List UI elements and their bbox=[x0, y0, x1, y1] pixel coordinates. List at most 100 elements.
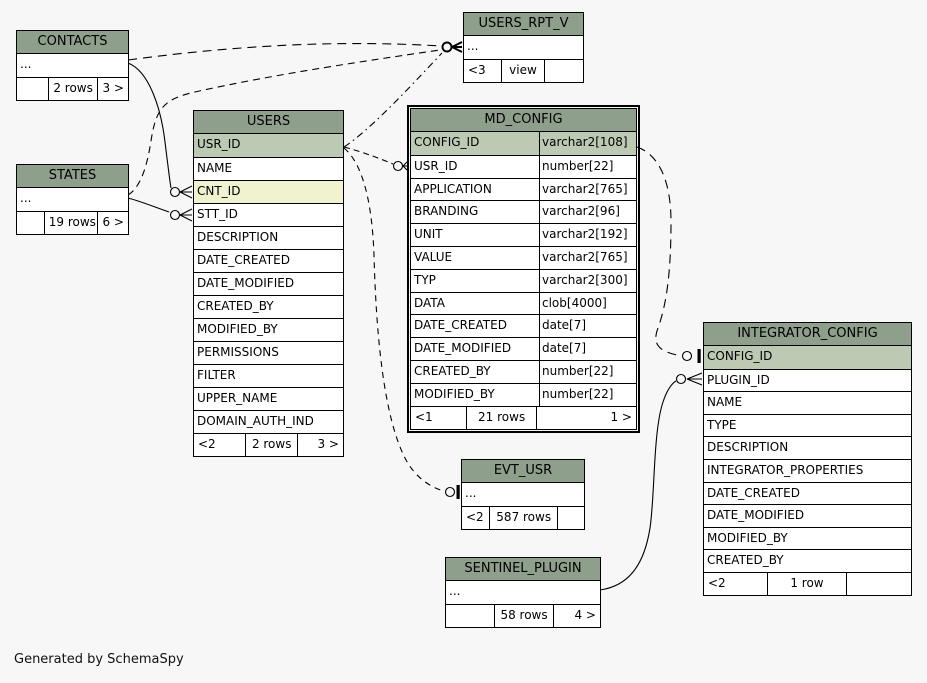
column-name: CNT_ID bbox=[197, 184, 241, 198]
column-name: CONFIG_ID bbox=[707, 349, 773, 363]
column-name: TYP bbox=[414, 272, 436, 287]
column-row-upper-name: UPPER_NAME bbox=[194, 387, 343, 410]
footer-cell bbox=[17, 78, 50, 100]
column-row-config-id: CONFIG_ID varchar2[108] bbox=[411, 132, 636, 155]
footer-cell: 4 > bbox=[574, 608, 596, 622]
footer-cell: 6 > bbox=[102, 215, 124, 229]
column-name: DATE_CREATED bbox=[414, 318, 507, 333]
footer-cell: <2 bbox=[704, 572, 769, 595]
crowfoot-md-usr-id bbox=[402, 160, 409, 172]
column-row-date-created: DATE_CREATED bbox=[194, 249, 343, 272]
column-name: ... bbox=[465, 486, 477, 500]
table-title-users[interactable]: USERS bbox=[194, 111, 343, 134]
column-name: INTEGRATOR_PROPERTIES bbox=[707, 462, 864, 477]
column-name: USR_ID bbox=[197, 137, 241, 151]
column-name: PLUGIN_ID bbox=[707, 372, 770, 387]
footer-cell: 2 rows bbox=[246, 434, 299, 456]
rel-mdconfig-integrator bbox=[636, 146, 683, 357]
column-name: UNIT bbox=[414, 227, 443, 242]
rel-endpoint-circle bbox=[441, 41, 453, 53]
footer-cell bbox=[17, 212, 45, 234]
column-type: number[22] bbox=[539, 155, 636, 178]
column-type: varchar2[108] bbox=[539, 132, 636, 155]
column-row-date-modified: DATE_MODIFIED bbox=[704, 504, 911, 527]
footer-cell bbox=[446, 605, 496, 627]
table-title-integrator-config[interactable]: INTEGRATOR_CONFIG bbox=[704, 323, 911, 346]
rel-endpoint-circle bbox=[169, 209, 181, 221]
column-name: TYPE bbox=[707, 417, 737, 432]
bar-marker-evt-usr bbox=[456, 485, 460, 499]
column-row-date-modified: DATE_MODIFIED bbox=[194, 272, 343, 295]
column-row-created-by: CREATED_BY bbox=[194, 295, 343, 318]
column-name: DOMAIN_AUTH_IND bbox=[197, 414, 314, 428]
crowfoot-stt-id bbox=[179, 208, 193, 222]
crowfoot-cnt-id bbox=[179, 185, 193, 199]
table-title-states[interactable]: STATES bbox=[17, 165, 128, 188]
column-name: USR_ID bbox=[414, 158, 458, 173]
column-name: CONFIG_ID bbox=[414, 135, 480, 149]
column-name: NAME bbox=[197, 161, 233, 175]
column-name: DATA bbox=[414, 295, 445, 310]
footer-cell: view bbox=[502, 60, 545, 82]
table-title-users-rpt-v[interactable]: USERS_RPT_V bbox=[464, 13, 583, 36]
footer-cell: 3 > bbox=[317, 437, 339, 451]
rel-endpoint-circle bbox=[392, 160, 404, 172]
column-row-type: TYPE bbox=[704, 413, 911, 437]
rel-endpoint-circle bbox=[169, 186, 181, 198]
column-row-integrator-properties: INTEGRATOR_PROPERTIES bbox=[704, 458, 911, 482]
column-name: NAME bbox=[707, 395, 743, 410]
column-row-created-by: CREATED_BY number[22] bbox=[411, 359, 636, 383]
table-title-md-config[interactable]: MD_CONFIG bbox=[411, 109, 636, 132]
footer-cell: 1 row bbox=[768, 572, 847, 595]
rel-endpoint-circle bbox=[681, 350, 693, 362]
column-row-description: DESCRIPTION bbox=[704, 436, 911, 459]
column-name: CREATED_BY bbox=[414, 363, 491, 378]
column-row-filter: FILTER bbox=[194, 364, 343, 387]
column-name: DATE_MODIFIED bbox=[414, 341, 512, 356]
footer-cell: <2 bbox=[462, 507, 491, 529]
table-title-contacts[interactable]: CONTACTS bbox=[17, 31, 128, 54]
table-title-evt-usr[interactable]: EVT_USR bbox=[462, 460, 584, 483]
footer-cell: <2 bbox=[194, 434, 247, 456]
column-name: ... bbox=[20, 57, 32, 71]
column-name: MODIFIED_BY bbox=[707, 530, 788, 545]
column-row--: ... bbox=[17, 54, 128, 77]
rel-contacts-usersrptv bbox=[127, 42, 442, 61]
bar-marker-config-id bbox=[697, 349, 701, 363]
rel-states-users bbox=[127, 197, 170, 213]
footer-cell: <3 bbox=[464, 60, 503, 82]
column-name: APPLICATION bbox=[414, 181, 492, 196]
column-name: DATE_MODIFIED bbox=[707, 508, 805, 523]
column-name: PERMISSIONS bbox=[197, 345, 279, 359]
column-row-permissions: PERMISSIONS bbox=[194, 341, 343, 364]
table-title-sentinel-plugin[interactable]: SENTINEL_PLUGIN bbox=[446, 558, 600, 581]
table-integrator-config[interactable]: INTEGRATOR_CONFIG CONFIG_ID PLUGIN_ID NAME… bbox=[703, 322, 912, 596]
column-row-modified-by: MODIFIED_BY bbox=[704, 526, 911, 550]
column-row-modified-by: MODIFIED_BY bbox=[194, 318, 343, 341]
column-type: number[22] bbox=[539, 360, 636, 383]
footer-cell bbox=[847, 573, 911, 595]
column-row--: ... bbox=[464, 36, 583, 59]
column-row-usr-id: USR_ID number[22] bbox=[411, 154, 636, 178]
column-row-cnt-id: CNT_ID bbox=[194, 180, 343, 203]
footer-cell: 587 rows bbox=[490, 507, 559, 529]
footer-cell: 58 rows bbox=[495, 605, 554, 627]
column-name: STT_ID bbox=[197, 207, 238, 221]
footer-cell: 21 rows bbox=[467, 406, 537, 429]
column-row-usr-id: USR_ID bbox=[194, 134, 343, 157]
column-name: ... bbox=[467, 39, 479, 53]
rel-users-mdconfig bbox=[343, 146, 394, 165]
